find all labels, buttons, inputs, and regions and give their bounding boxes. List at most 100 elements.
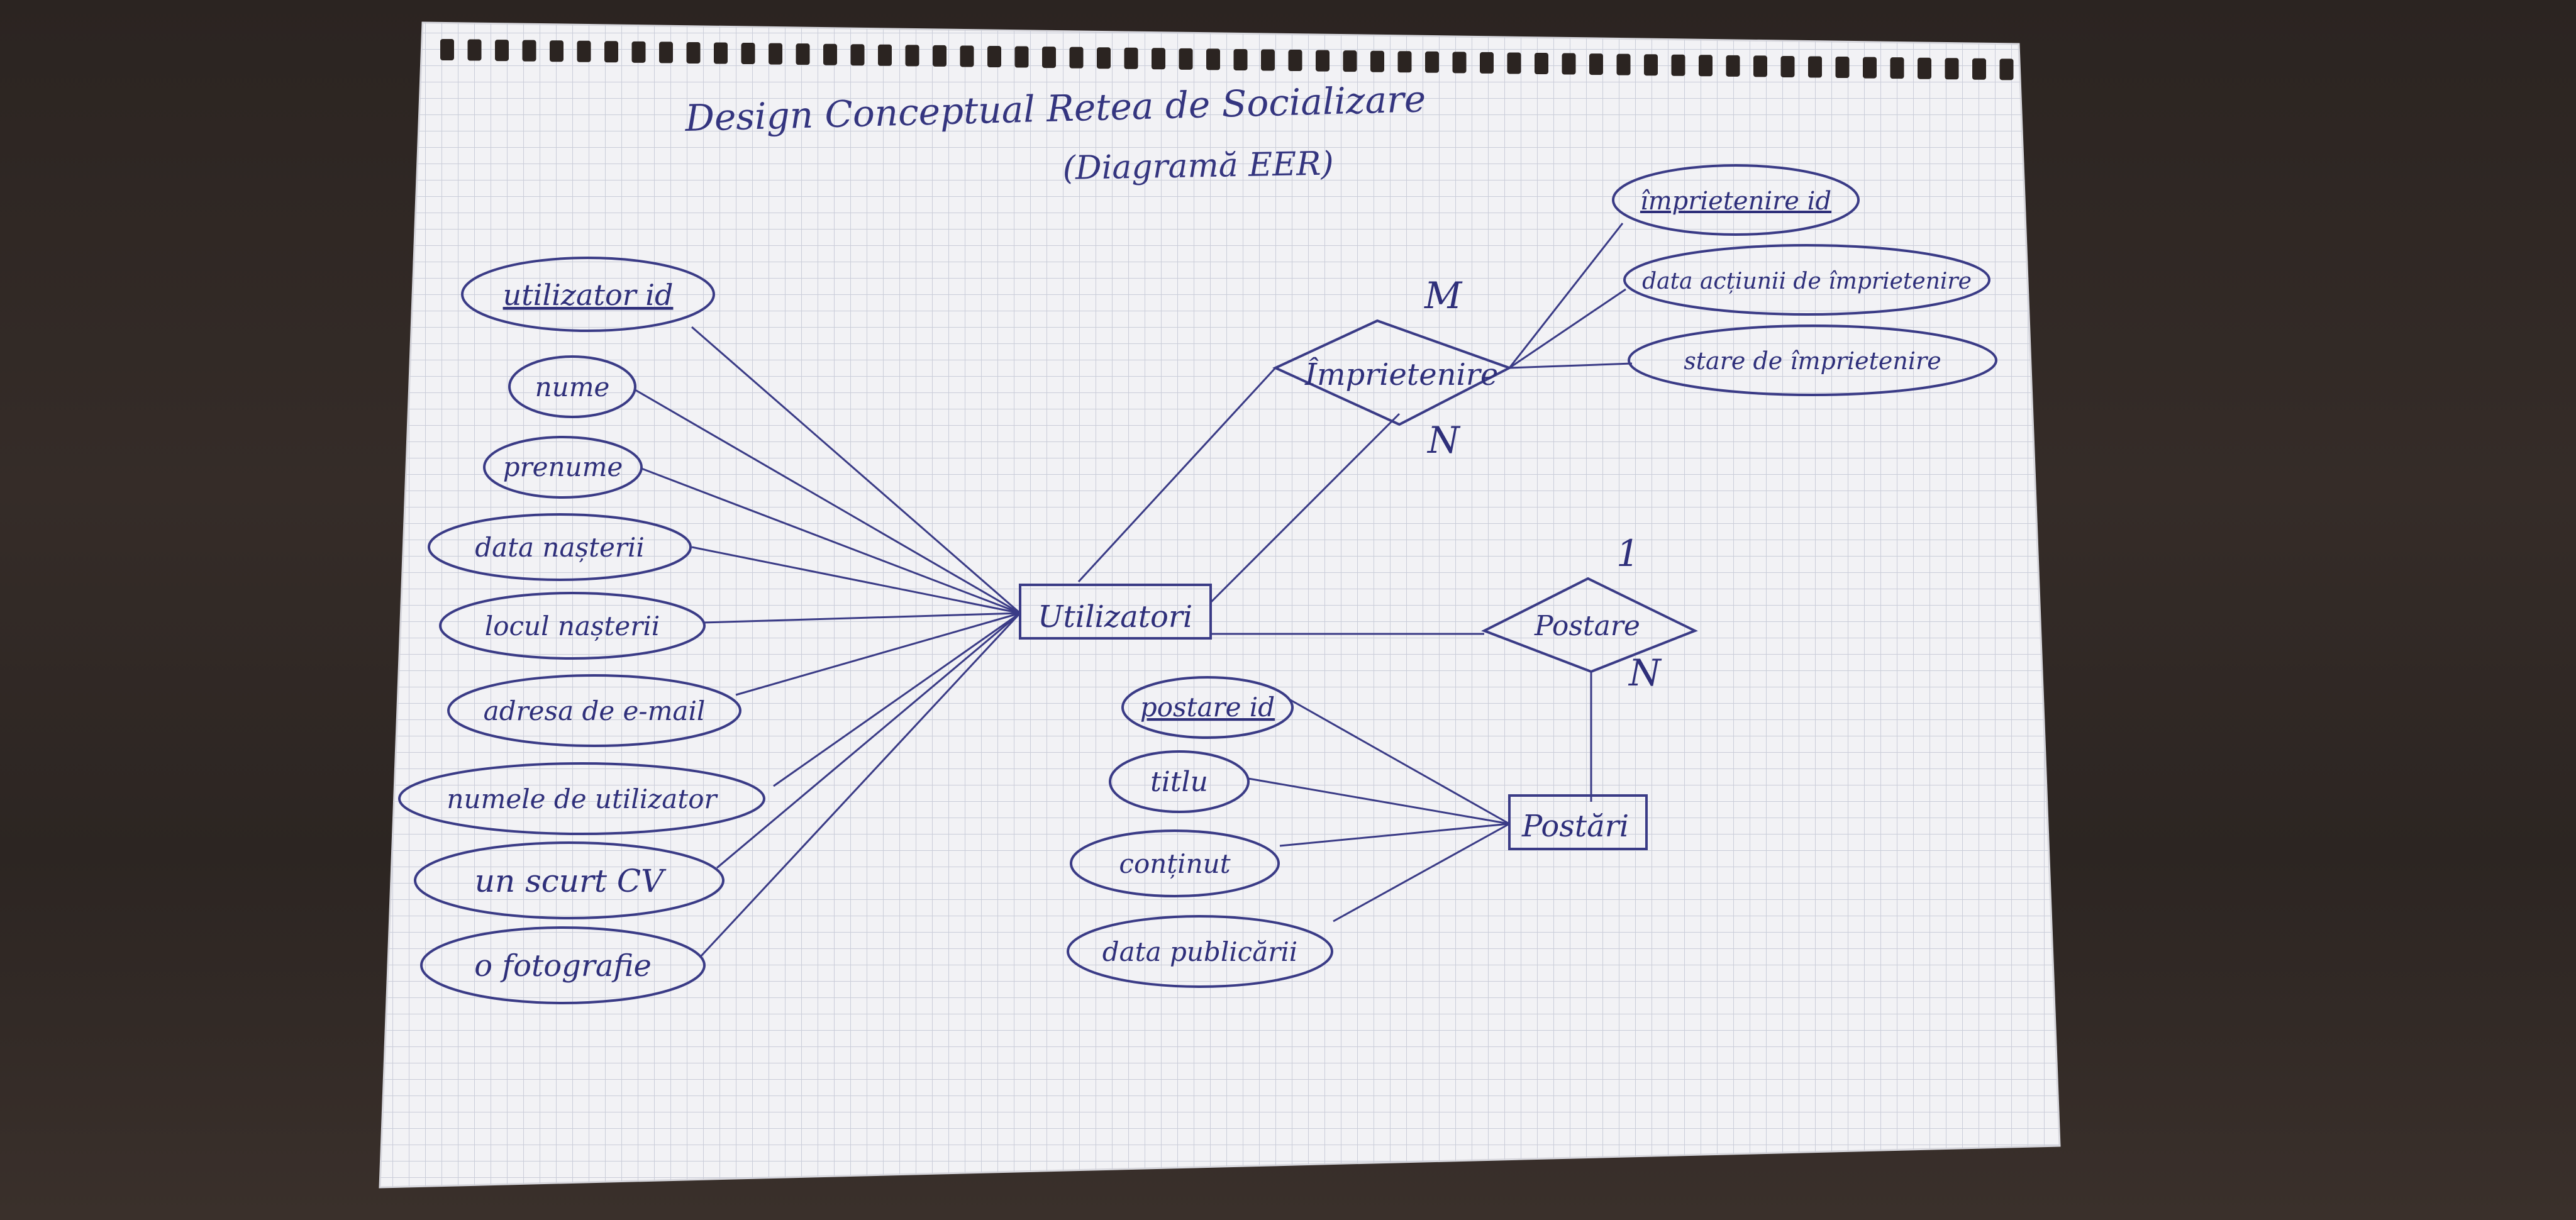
- spiral-hole: [522, 40, 536, 62]
- spiral-hole: [631, 41, 646, 63]
- spiral-hole: [1863, 57, 1877, 79]
- spiral-hole: [1780, 55, 1795, 77]
- entity-utilizatori-label: Utilizatori: [1038, 599, 1192, 635]
- attribute-data-publicarii-label: data publicării: [1102, 936, 1297, 967]
- spiral-hole: [1890, 57, 1904, 79]
- spiral-hole: [1152, 48, 1165, 70]
- spiral-hole: [1726, 55, 1740, 77]
- attribute-data-actiunii-label: data acțiunii de împrietenire: [1642, 269, 1972, 294]
- spiral-hole: [1589, 53, 1603, 75]
- entity-postari-box: [1508, 794, 1648, 850]
- spiral-hole: [1999, 58, 2014, 80]
- entity-postari: Postări: [1508, 794, 1648, 850]
- attribute-stare-impretenire: stare de împrietenire: [1628, 324, 1997, 396]
- spiral-hole: [686, 42, 701, 64]
- spiral-hole: [1835, 57, 1850, 79]
- spiral-hole: [604, 41, 618, 63]
- spiral-hole: [1288, 50, 1302, 72]
- spiral-hole: [1397, 51, 1412, 73]
- spiral-hole: [550, 40, 564, 62]
- attribute-utilizator-id-label: utilizator id: [503, 278, 674, 312]
- attribute-data-publicarii: data publicării: [1067, 915, 1333, 988]
- impretenire-attributes: împrietenire id data acțiunii de împriet…: [1612, 164, 1997, 396]
- attribute-scurt-cv-label: un scurt CV: [475, 863, 667, 899]
- spiral-hole: [1124, 47, 1138, 69]
- spiral-hole: [1562, 53, 1576, 75]
- entity-utilizatori-box: [1019, 584, 1212, 640]
- spiral-hole: [1507, 52, 1521, 74]
- relationship-impretenire: Împrietenire M N: [1272, 274, 1513, 462]
- spiral-hole: [467, 39, 482, 61]
- attribute-nume: nume: [508, 355, 636, 418]
- spiral-hole: [1179, 48, 1193, 70]
- spiral-tear-holes: [440, 39, 2014, 80]
- attribute-scurt-cv: un scurt CV: [414, 841, 724, 919]
- attribute-postare-id: postare id: [1121, 676, 1294, 739]
- spiral-hole: [905, 45, 919, 67]
- spiral-hole: [1918, 57, 1931, 79]
- spiral-hole: [1425, 51, 1439, 73]
- spiral-hole: [1535, 53, 1548, 74]
- spiral-hole: [1753, 55, 1767, 77]
- spiral-hole: [1616, 53, 1631, 75]
- spiral-hole: [1069, 47, 1084, 69]
- spiral-hole: [769, 43, 782, 65]
- attribute-continut-label: conținut: [1119, 848, 1230, 879]
- relationship-postare-diamond: [1481, 577, 1698, 674]
- diagram-subtitle: (Diagramă EER): [1062, 145, 1334, 187]
- spiral-hole: [1972, 58, 1986, 80]
- spiral-hole: [1042, 47, 1056, 69]
- spiral-hole: [714, 42, 728, 64]
- connector-lines: [635, 223, 1633, 957]
- spiral-hole: [1945, 58, 1959, 80]
- spiral-hole: [823, 43, 837, 65]
- attribute-postare-id-label: postare id: [1140, 692, 1275, 723]
- attribute-adresa-email-label: adresa de e-mail: [484, 696, 706, 726]
- utilizatori-attributes: utilizator id nume prenume data nașterii…: [398, 257, 765, 1004]
- entity-postari-label: Postări: [1521, 809, 1629, 844]
- cardinality-postare-1: 1: [1616, 532, 1640, 575]
- cardinality-impretenire-n: N: [1426, 419, 1461, 462]
- relationship-postare-label: Postare: [1534, 610, 1640, 642]
- attribute-titlu: titlu: [1109, 750, 1250, 813]
- spiral-hole: [1014, 46, 1029, 68]
- relationship-impretenire-diamond: [1272, 319, 1513, 426]
- spiral-hole: [960, 45, 974, 67]
- attribute-stare-impretenire-label: stare de împrietenire: [1684, 347, 1941, 375]
- attribute-impretenire-id: împrietenire id: [1612, 164, 1860, 236]
- spiral-hole: [1316, 50, 1330, 72]
- spiral-hole: [1452, 52, 1467, 74]
- spiral-hole: [1233, 48, 1248, 70]
- attribute-fotografie-label: o fotografie: [474, 948, 652, 984]
- attribute-adresa-email: adresa de e-mail: [447, 674, 741, 747]
- cardinality-postare-n: N: [1628, 652, 1662, 694]
- spiral-hole: [850, 44, 865, 66]
- spiral-hole: [933, 45, 947, 67]
- attribute-locul-nasterii: locul nașterii: [439, 592, 706, 660]
- attribute-continut: conținut: [1070, 829, 1280, 897]
- attribute-impretenire-id-label: împrietenire id: [1640, 187, 1831, 216]
- spiral-hole: [659, 42, 673, 64]
- attribute-prenume: prenume: [483, 436, 643, 499]
- attribute-utilizator-id: utilizator id: [461, 257, 715, 332]
- spiral-hole: [1343, 50, 1357, 72]
- spiral-hole: [1261, 49, 1275, 71]
- attribute-titlu-label: titlu: [1150, 766, 1208, 798]
- attribute-data-nasterii-label: data nașterii: [475, 532, 645, 563]
- attribute-numele-de-utilizator: numele de utilizator: [398, 762, 765, 835]
- spiral-hole: [796, 43, 810, 65]
- attribute-data-nasterii: data nașterii: [428, 513, 692, 581]
- cardinality-impretenire-m: M: [1424, 274, 1463, 317]
- spiral-hole: [1671, 54, 1685, 76]
- spiral-hole: [1370, 50, 1384, 72]
- spiral-hole: [1644, 54, 1658, 76]
- postari-attributes: postare id titlu conținut data publicări…: [1067, 676, 1333, 988]
- relationship-impretenire-label: Împrietenire: [1304, 357, 1498, 392]
- spiral-hole: [495, 40, 509, 62]
- attribute-fotografie: o fotografie: [420, 926, 706, 1004]
- spiral-hole: [577, 40, 591, 62]
- spiral-hole: [987, 46, 1001, 67]
- attribute-locul-nasterii-label: locul nașterii: [485, 611, 660, 641]
